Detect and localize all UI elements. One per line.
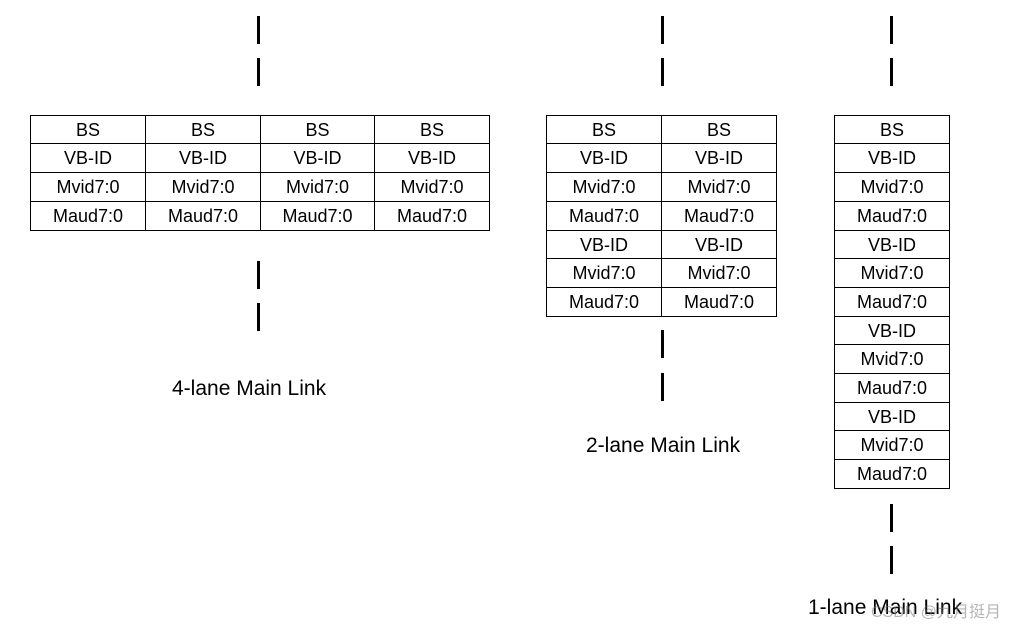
lane-1-cell: Maud7:0 — [834, 459, 950, 489]
watermark: CSDN @九月挺月 — [870, 604, 1001, 621]
lane-4-cell: BS — [30, 115, 146, 144]
lane-2-cell: Maud7:0 — [546, 287, 662, 317]
lane-4-cell: Mvid7:0 — [260, 172, 375, 202]
lane-2-table: BS BS VB-ID VB-ID Mvid7:0 Mvid7:0 Maud7:… — [546, 115, 777, 317]
lane-2-dash-bottom-2 — [661, 373, 664, 401]
lane-2-cell: BS — [546, 115, 662, 144]
lane-1-dash-top-2 — [890, 58, 893, 86]
lane-4-cell: Mvid7:0 — [374, 172, 490, 202]
lane-1-cell: VB-ID — [834, 143, 950, 173]
lane-1-cell: VB-ID — [834, 316, 950, 345]
lane-4-cell: Maud7:0 — [260, 201, 375, 231]
lane-1-cell: Mvid7:0 — [834, 258, 950, 288]
lane-2-cell: BS — [661, 115, 777, 144]
lane-4-cell: VB-ID — [145, 143, 261, 173]
lane-1-cell: Mvid7:0 — [834, 344, 950, 374]
lane-1-cell: VB-ID — [834, 230, 950, 259]
lane-2-cell: Mvid7:0 — [661, 258, 777, 288]
lane-1-dash-bottom-1 — [890, 504, 893, 532]
lane-4-cell: BS — [374, 115, 490, 144]
lane-4-table: BS BS BS BS VB-ID VB-ID VB-ID VB-ID Mvid… — [30, 115, 490, 231]
lane-1-cell: BS — [834, 115, 950, 144]
lane-4-cell: BS — [260, 115, 375, 144]
lane-1-cell: Mvid7:0 — [834, 430, 950, 460]
lane-1-table: BS VB-ID Mvid7:0 Maud7:0 VB-ID Mvid7:0 M… — [834, 115, 950, 489]
lane-2-dash-bottom-1 — [661, 330, 664, 358]
lane-4-cell: Maud7:0 — [30, 201, 146, 231]
lane-4-cell: VB-ID — [374, 143, 490, 173]
lane-1-cell: Maud7:0 — [834, 373, 950, 403]
lane-2-cell: VB-ID — [661, 143, 777, 173]
lane-4-cell: BS — [145, 115, 261, 144]
lane-2-dash-top-1 — [661, 16, 664, 44]
lane-2-dash-top-2 — [661, 58, 664, 86]
lane-4-cell: VB-ID — [30, 143, 146, 173]
lane-2-cell: Mvid7:0 — [661, 172, 777, 202]
lane-4-dash-top-2 — [257, 58, 260, 86]
lane-4-cell: VB-ID — [260, 143, 375, 173]
lane-2-cell: Mvid7:0 — [546, 172, 662, 202]
lane-4-cell: Mvid7:0 — [30, 172, 146, 202]
lane-2-cell: Mvid7:0 — [546, 258, 662, 288]
lane-2-cell: Maud7:0 — [661, 201, 777, 231]
lane-2-cell: Maud7:0 — [661, 287, 777, 317]
lane-2-cell: VB-ID — [546, 143, 662, 173]
lane-2-cell: VB-ID — [661, 230, 777, 259]
lane-4-dash-top-1 — [257, 16, 260, 44]
lane-2-cell: VB-ID — [546, 230, 662, 259]
lane-1-cell: Maud7:0 — [834, 287, 950, 317]
lane-1-cell: VB-ID — [834, 402, 950, 431]
lane-4-dash-bottom-2 — [257, 303, 260, 331]
lane-1-dash-top-1 — [890, 16, 893, 44]
lane-1-cell: Mvid7:0 — [834, 172, 950, 202]
lane-4-caption: 4-lane Main Link — [172, 377, 327, 400]
lane-1-cell: Maud7:0 — [834, 201, 950, 231]
lane-1-caption: 1-lane Main Link — [808, 596, 963, 619]
lane-1-dash-bottom-2 — [890, 546, 893, 574]
lane-2-caption: 2-lane Main Link — [586, 434, 741, 457]
lane-2-cell: Maud7:0 — [546, 201, 662, 231]
lane-4-dash-bottom-1 — [257, 261, 260, 289]
lane-4-cell: Maud7:0 — [145, 201, 261, 231]
lane-4-cell: Maud7:0 — [374, 201, 490, 231]
lane-4-cell: Mvid7:0 — [145, 172, 261, 202]
